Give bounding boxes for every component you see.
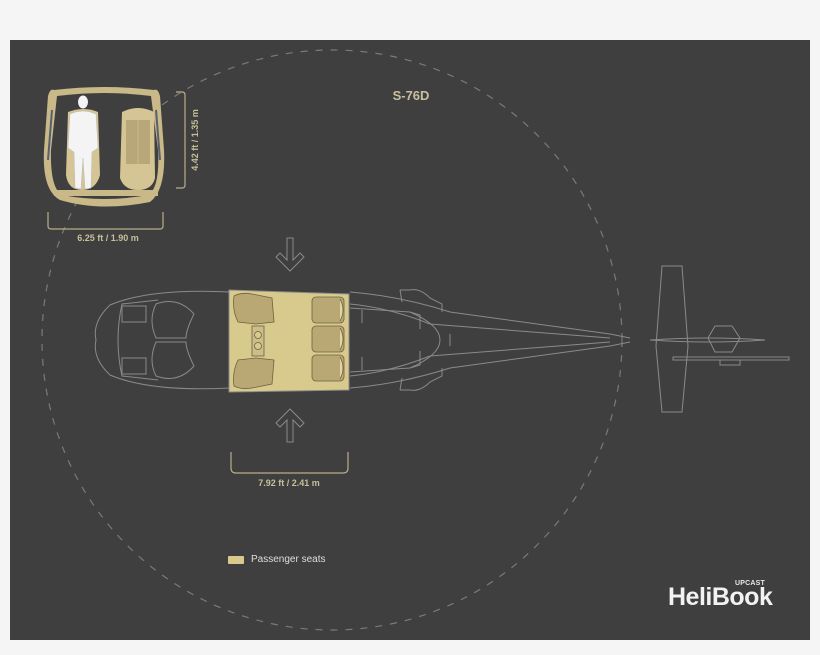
brand-name: HeliBook — [668, 583, 773, 611]
brand-logo: UPCAST HeliBook — [668, 580, 773, 611]
passenger-seats-swatch — [228, 555, 244, 564]
length-bracket — [230, 452, 349, 474]
helicopter-top-view-icon — [94, 265, 790, 413]
rotor-circle — [41, 49, 623, 631]
cabin-length-label: 7.92 ft / 2.41 m — [258, 478, 320, 488]
legend: Passenger seats — [228, 554, 326, 565]
cabin-height-label: 4.42 ft / 1.35 m — [190, 109, 200, 171]
model-title: S-76D — [392, 88, 430, 103]
passenger-seats-area — [228, 289, 350, 393]
helicopter-diagram — [41, 49, 790, 631]
legend-label: Passenger seats — [251, 554, 326, 565]
arrow-down-icon — [275, 237, 305, 272]
width-bracket — [47, 212, 164, 230]
seating-diagram-panel: S-76D 4.42 ft / 1.35 m 6.25 ft / 1.90 m … — [10, 40, 810, 640]
cabin-width-label: 6.25 ft / 1.90 m — [77, 233, 139, 243]
height-bracket — [176, 91, 186, 189]
cabin-cross-section-icon — [43, 87, 165, 207]
seated-passenger-icon — [67, 95, 99, 190]
brand-sub: UPCAST — [735, 580, 765, 587]
arrow-up-icon — [275, 408, 305, 443]
